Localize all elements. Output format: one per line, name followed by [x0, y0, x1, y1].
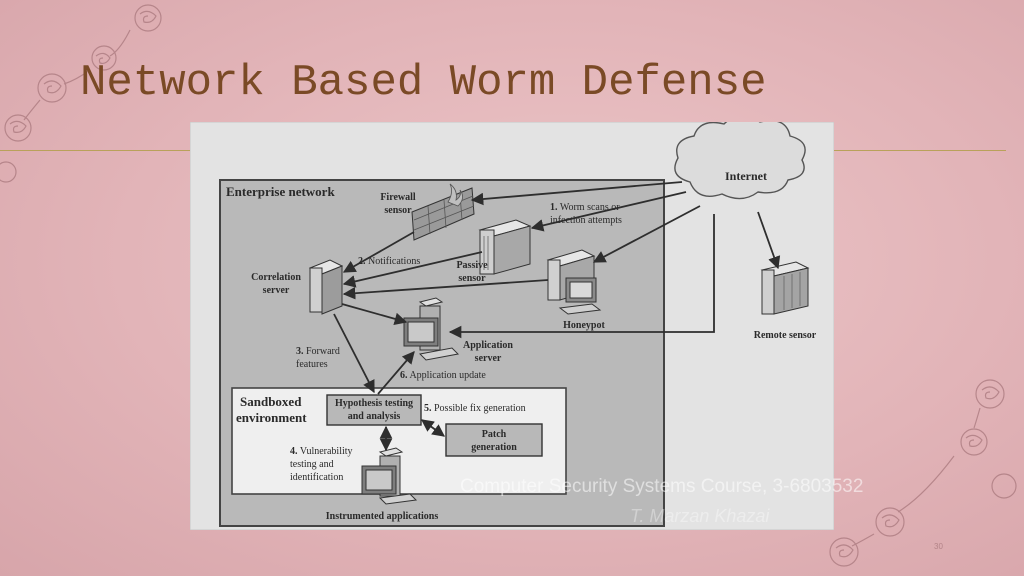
arrow-correlation-to-hypothesis	[333, 313, 375, 394]
step-3-label-2: features	[296, 359, 328, 370]
step-4-label-2: testing and	[290, 459, 334, 470]
application-server-label-2: server	[475, 353, 502, 364]
firewall-icon	[411, 183, 475, 241]
author-watermark: T. Marzan Khazai	[630, 506, 770, 526]
correlation-server-label-2: server	[263, 285, 290, 296]
hypothesis-testing-box	[326, 394, 422, 426]
step-3-label: 3. Forward	[296, 346, 340, 357]
step-4-label-3: identification	[290, 472, 343, 483]
enterprise-network-label: Enterprise network	[226, 184, 335, 199]
arrow-internet-to-firewall	[470, 181, 683, 206]
arrow-hypothesis-to-appserver	[377, 351, 415, 395]
page-number: 30	[934, 542, 943, 551]
patch-label-1: Patch	[482, 429, 507, 440]
step-2-label: 2. Notifications	[358, 256, 420, 267]
arrow-passive-to-correlation	[342, 251, 483, 288]
step-1-label: 1. Worm scans or	[550, 202, 620, 213]
course-watermark: Computer Security Systems Course, 3-6803…	[460, 476, 864, 497]
slide-title: Network Based Worm Defense	[80, 58, 767, 108]
hypothesis-label-1: Hypothesis testing	[335, 398, 413, 409]
instrumented-applications-label: Instrumented applications	[326, 511, 439, 522]
sandboxed-environment-label-2: environment	[236, 410, 307, 425]
patch-label-2: generation	[471, 442, 517, 453]
internet-cloud	[674, 122, 806, 200]
arrow-remote-to-appserver	[448, 214, 715, 339]
passive-sensor-label-1: Passive	[456, 260, 488, 271]
arrow-correlation-to-appserver	[341, 303, 408, 325]
step-4-label: 4. Vulnerability	[290, 446, 353, 457]
correlation-server-icon	[308, 259, 344, 315]
remote-sensor-label: Remote sensor	[754, 330, 817, 341]
step-5-label: 5. Possible fix generation	[424, 403, 526, 414]
firewall-label-1: Firewall	[380, 192, 416, 203]
instrumented-computer-icon	[361, 447, 418, 505]
passive-sensor-server-icon	[478, 219, 532, 275]
step-6-label: 6. Application update	[400, 370, 486, 381]
firewall-label-2: sensor	[384, 205, 412, 216]
correlation-server-label-1: Correlation	[251, 272, 301, 283]
arrow-internet-to-remote	[757, 211, 781, 270]
passive-sensor-label-2: sensor	[458, 273, 486, 284]
worm-defense-diagram: Enterprise network Sandboxed environment…	[190, 122, 834, 530]
floral-decoration-bottom-right	[829, 379, 1017, 567]
arrow-honeypot-to-correlation	[342, 279, 549, 300]
internet-label: Internet	[725, 169, 767, 183]
application-server-label-1: Application	[463, 340, 513, 351]
sandboxed-environment-label-1: Sandboxed	[240, 394, 302, 409]
honeypot-label: Honeypot	[563, 320, 605, 331]
hypothesis-label-2: and analysis	[348, 411, 401, 422]
arrow-internet-to-honeypot	[592, 205, 701, 263]
arrow-hypothesis-patch	[420, 419, 446, 437]
patch-generation-box	[445, 423, 543, 457]
honeypot-computer-icon	[546, 249, 602, 315]
arrow-firewall-to-correlation	[342, 231, 415, 273]
step-1-label-2: infection attempts	[550, 215, 622, 226]
arrow-internet-to-passive	[530, 191, 687, 232]
application-server-computer-icon	[403, 297, 460, 361]
remote-sensor-server-icon	[760, 261, 810, 315]
